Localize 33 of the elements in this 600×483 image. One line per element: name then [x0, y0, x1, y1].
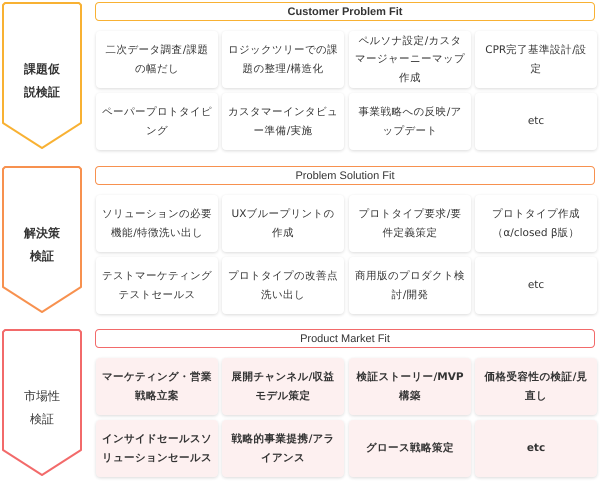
task-card: プロトタイプ要求/要件定義策定 [349, 195, 471, 252]
task-card: インサイドセールスソリューションセールス [96, 420, 218, 477]
task-card: ロジックツリーでの課題の整理/構造化 [222, 31, 344, 88]
stage-label: 解決策検証 [22, 225, 61, 265]
chevron-stage [2, 2, 82, 149]
task-card: 商用版のプロダクト検討/開発 [349, 257, 471, 314]
task-card: プロトタイプの改善点洗い出し [222, 257, 344, 314]
task-card: etc [475, 420, 597, 477]
task-card: 価格受容性の検証/見直し [475, 358, 597, 415]
task-card: 戦略的事業提携/アライアンス [222, 420, 344, 477]
stage-label: 市場性検証 [22, 388, 61, 428]
task-card: 検証ストーリー/MVP構築 [349, 358, 471, 415]
task-card: ペーパープロトタイピング [96, 93, 218, 150]
stage-label: 課題仮説検証 [22, 61, 61, 101]
phase-header: Customer Problem Fit [95, 2, 595, 21]
task-card: CPR完了基準設計/設定 [475, 31, 597, 88]
task-card: プロトタイプ作成（α/closed β版） [475, 195, 597, 252]
phase-header: Problem Solution Fit [95, 166, 595, 185]
task-card: ペルソナ設定/カスタマージャーニーマップ作成 [349, 31, 471, 88]
task-card: ソリューションの必要機能/特徴洗い出し [96, 195, 218, 252]
task-card: テストマーケティングテストセールス [96, 257, 218, 314]
task-card: etc [475, 93, 597, 150]
task-card: マーケティング・営業戦略立案 [96, 358, 218, 415]
task-card: etc [475, 257, 597, 314]
chevron-stage [2, 329, 82, 476]
task-card: グロース戦略策定 [349, 420, 471, 477]
chevron-stage [2, 166, 82, 313]
task-card: カスタマーインタビュー準備/実施 [222, 93, 344, 150]
task-card: 二次データ調査/課題の幅だし [96, 31, 218, 88]
task-card: 展開チャンネル/収益モデル策定 [222, 358, 344, 415]
task-card: 事業戦略への反映/アップデート [349, 93, 471, 150]
task-card: UXブループリントの作成 [222, 195, 344, 252]
phase-header: Product Market Fit [95, 329, 595, 348]
